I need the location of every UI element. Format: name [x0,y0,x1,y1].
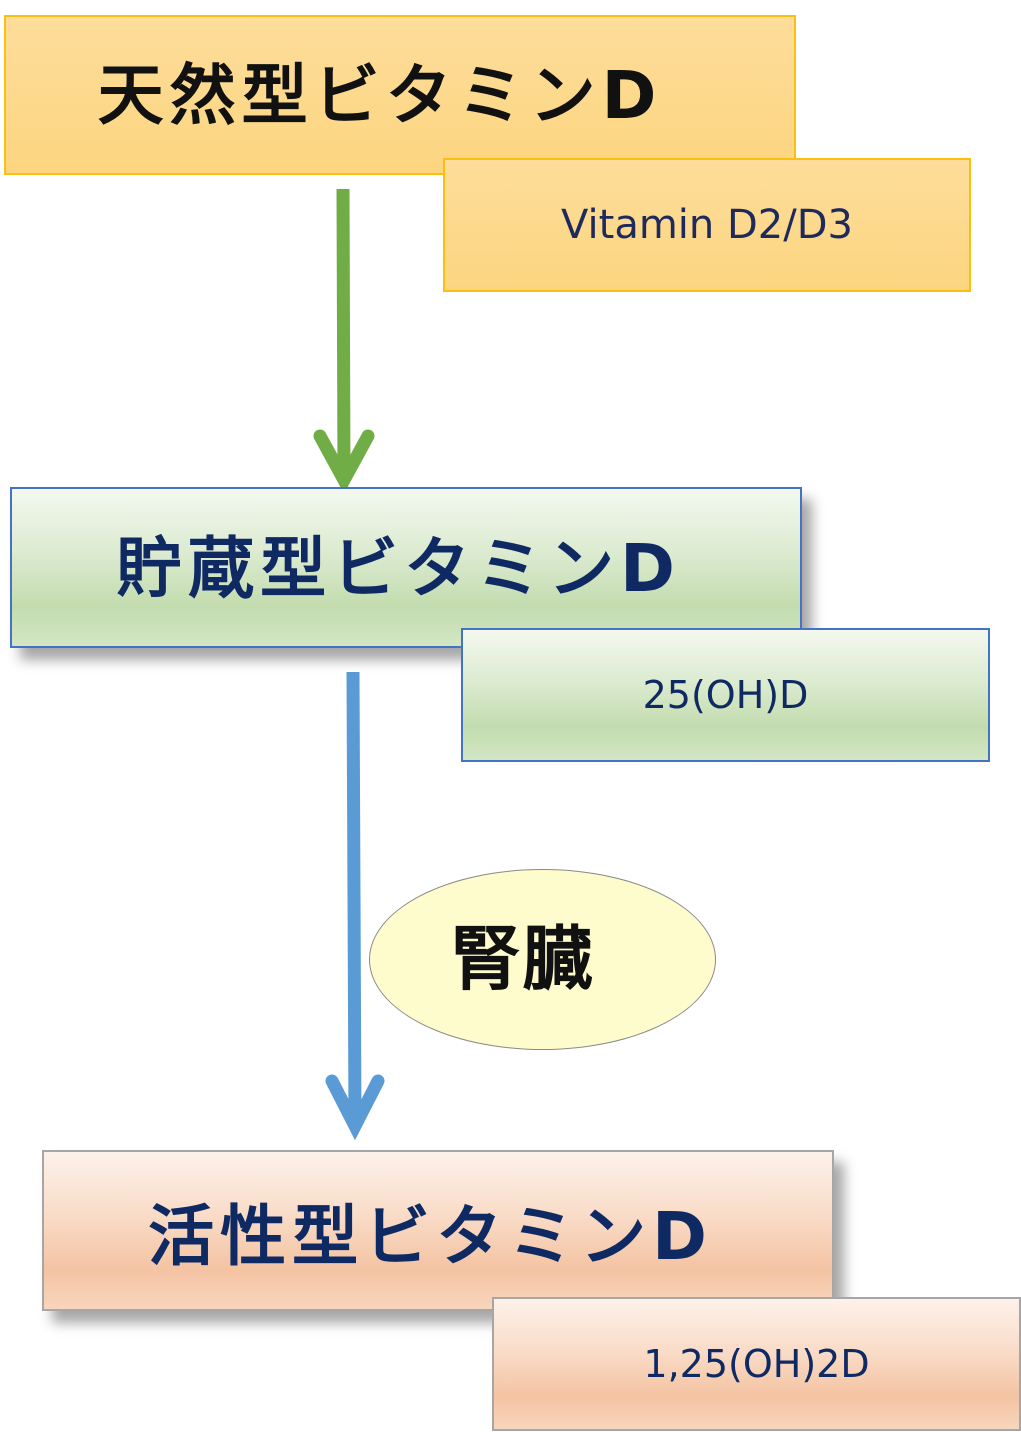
node-active-subtitle: 1,25(OH)2D [643,1342,870,1386]
node-natural-title: 天然型ビタミンD [97,57,663,134]
node-storage-subtitle-box: 25(OH)D [461,628,990,762]
node-storage-title: 貯蔵型ビタミンD [116,529,681,607]
node-active-vitamin-d: 活性型ビタミンD [42,1150,834,1311]
node-storage-subtitle: 25(OH)D [642,673,809,717]
kidney-ellipse: 腎臓 [369,869,716,1050]
kidney-label: 腎臓 [450,918,595,1000]
arrow-natural-to-storage [313,188,375,494]
node-natural-subtitle: Vitamin D2/D3 [561,202,853,248]
node-natural-vitamin-d: 天然型ビタミンD [4,15,796,175]
node-natural-subtitle-box: Vitamin D2/D3 [443,158,971,292]
node-active-subtitle-box: 1,25(OH)2D [492,1297,1021,1431]
arrow-storage-to-active [325,671,385,1141]
node-storage-vitamin-d: 貯蔵型ビタミンD [10,487,802,648]
node-active-title: 活性型ビタミンD [148,1197,713,1275]
